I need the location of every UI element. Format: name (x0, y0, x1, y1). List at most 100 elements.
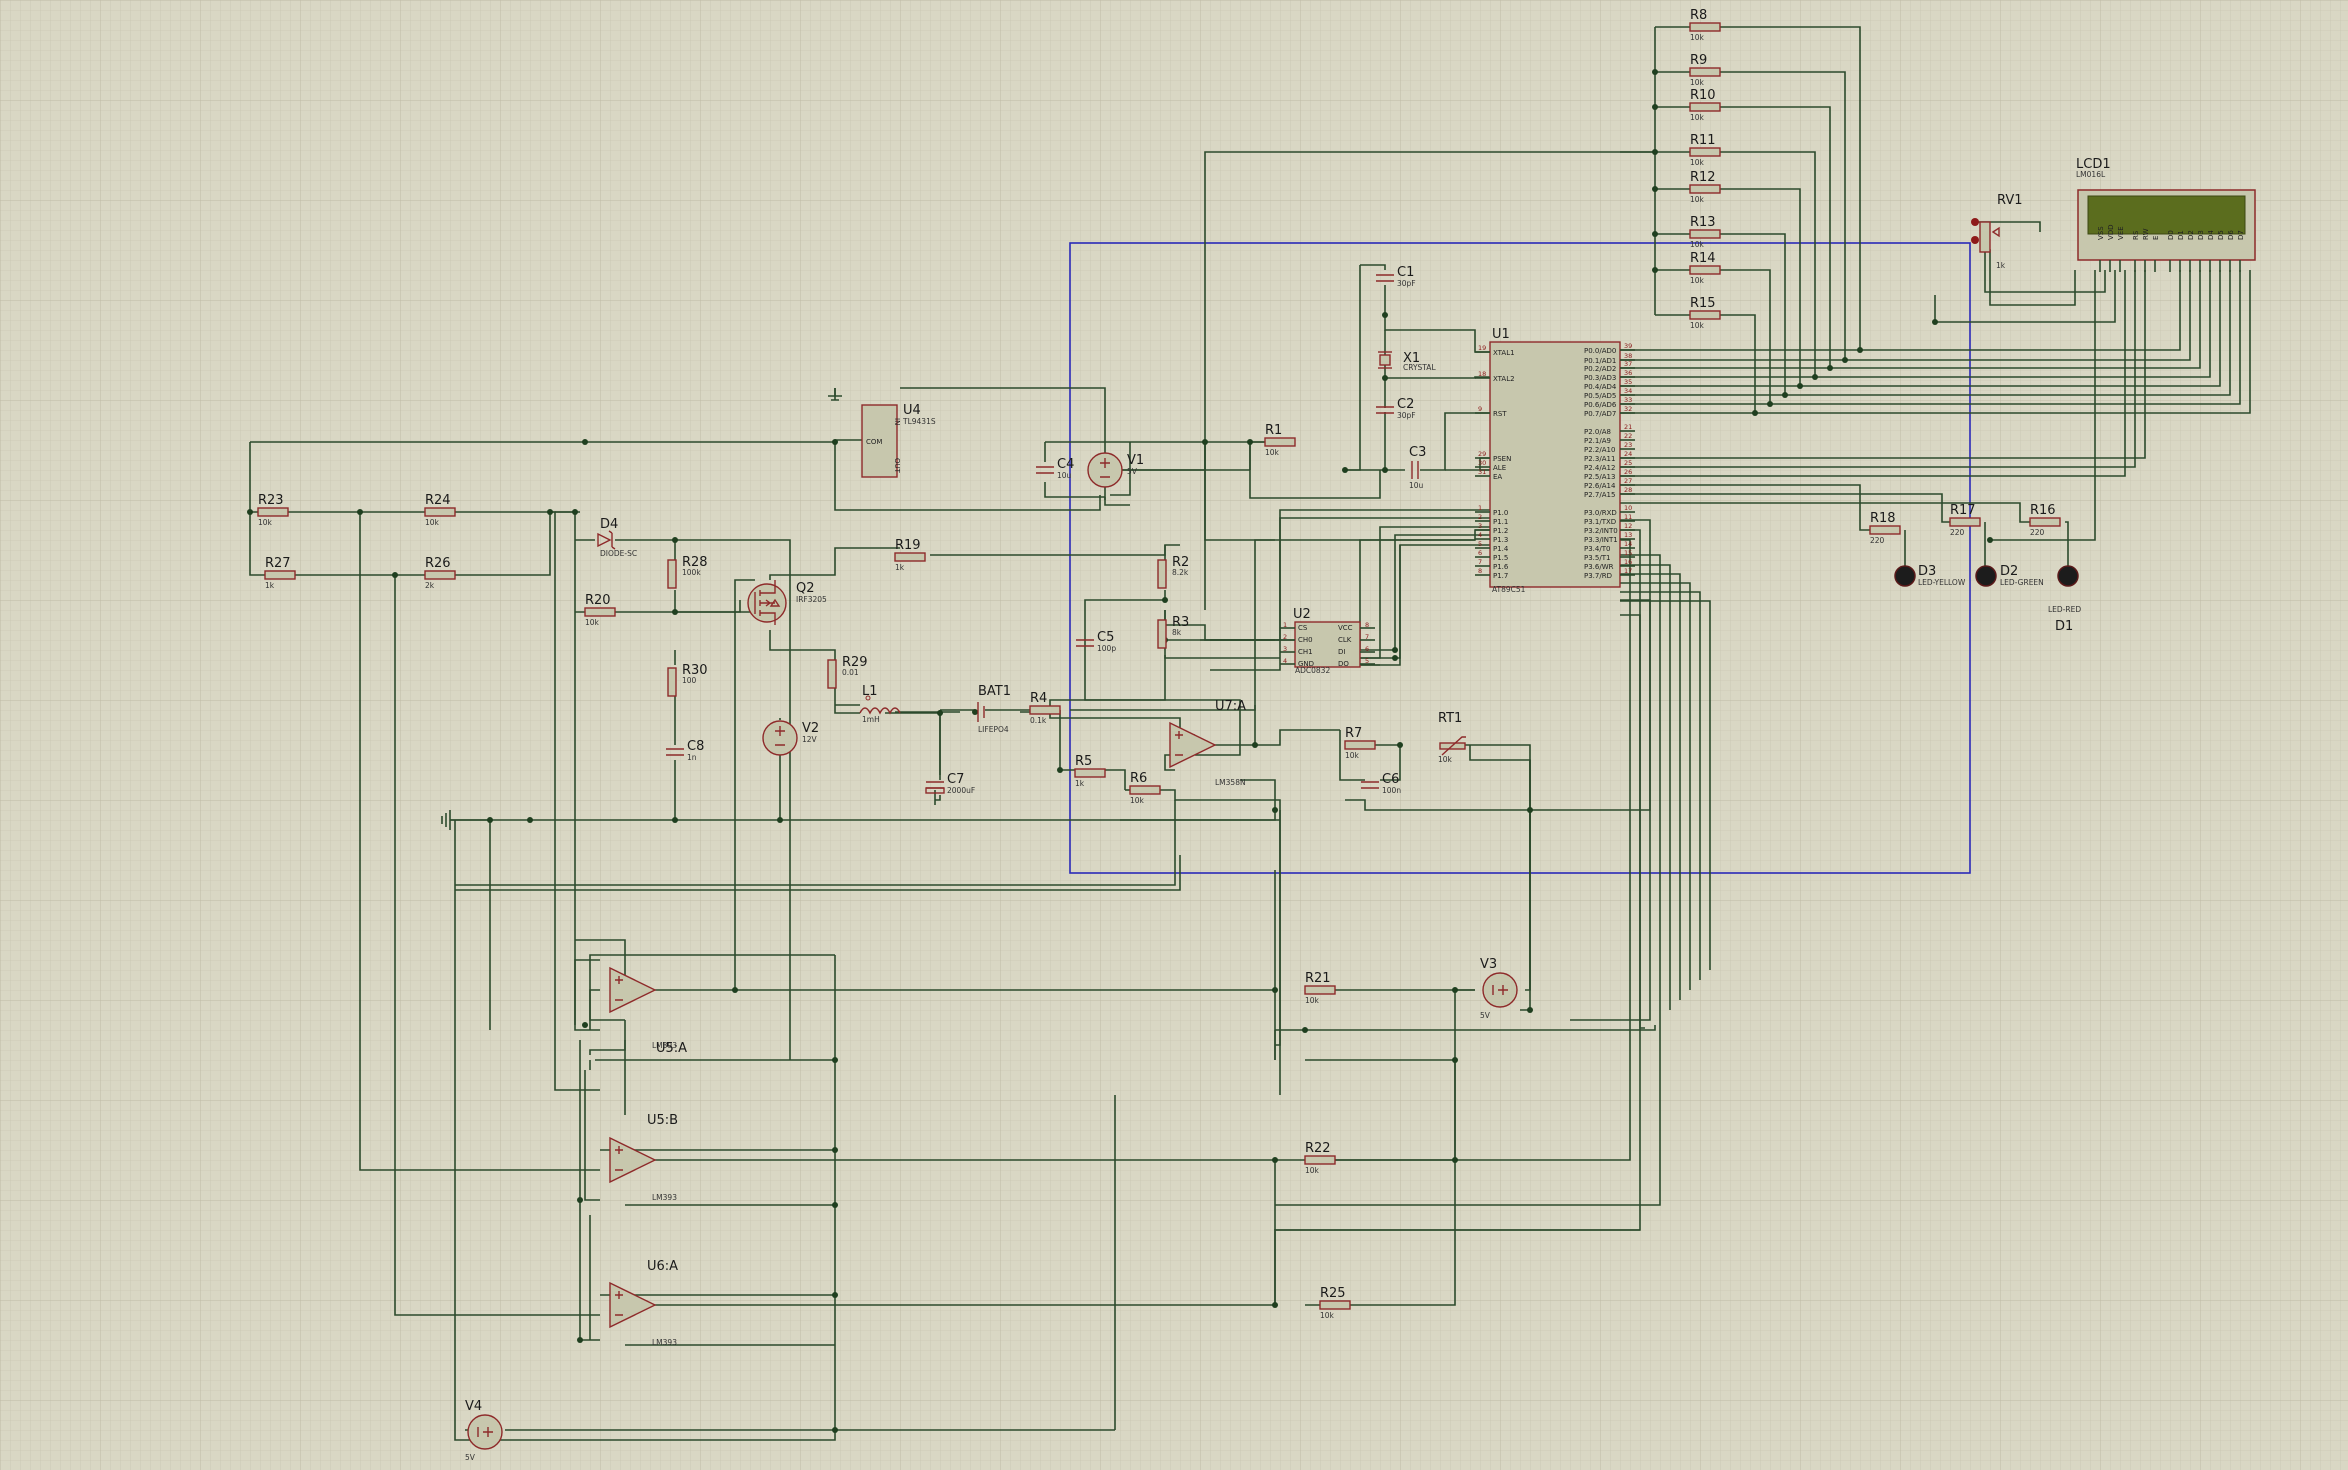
resistor-ref: R28 (682, 555, 708, 570)
resistor-value: 220 (1950, 528, 1965, 537)
l1-value: 1mH (862, 715, 880, 724)
u2-pin-number: 7 (1365, 633, 1369, 641)
resistor-ref: R5 (1075, 754, 1092, 769)
rv1-potentiometer[interactable]: RV1 1k (1971, 193, 2023, 270)
d1-ref: D1 (2055, 619, 2073, 634)
resistor-ref: R14 (1690, 251, 1716, 266)
capacitor-ref: C3 (1409, 445, 1426, 460)
resistor-ref: R4 (1030, 691, 1047, 706)
resistor-ref: R26 (425, 556, 451, 571)
u1-pin-number: 28 (1624, 486, 1632, 494)
lcd-pin-name: D1 (2177, 230, 2185, 240)
resistor-r2[interactable]: R28.2k (1157, 555, 1189, 589)
rt1-ref: RT1 (1438, 711, 1462, 726)
u1-microcontroller[interactable]: U1 AT89C51 19XTAL118XTAL29RST29PSEN30ALE… (1475, 327, 1635, 594)
u1-pin-number: 12 (1624, 522, 1632, 530)
u1-pin-name: P0.6/AD6 (1584, 401, 1617, 409)
resistor-r4[interactable]: R40.1k (1029, 691, 1061, 725)
q2-mosfet[interactable]: Q2 IRF3205 (747, 580, 827, 625)
capacitor-ref: C7 (947, 772, 964, 787)
u1-pin-number: 11 (1624, 513, 1632, 521)
resistor-ref: R25 (1320, 1286, 1346, 1301)
source-ref: V4 (465, 1399, 482, 1414)
u2-value: ADC0832 (1295, 666, 1330, 675)
lcd-pin-name: D3 (2197, 230, 2205, 240)
rt1-thermistor[interactable]: RT1 10k (1438, 711, 1466, 764)
resistor-ref: R2 (1172, 555, 1189, 570)
d3-led-yellow[interactable]: D3 LED-YELLOW (1894, 564, 1966, 587)
d4-schottky-diode[interactable]: D4 DIODE-SC (597, 517, 637, 558)
u1-pin-name: P0.3/AD3 (1584, 374, 1616, 382)
d2-led-green[interactable]: D2 LED-GREEN (1975, 564, 2044, 587)
u1-pin-number: 29 (1478, 450, 1486, 458)
resistor-ref: R9 (1690, 53, 1707, 68)
u1-pin-number: 31 (1478, 468, 1486, 476)
bat1-battery[interactable]: BAT1 LIFEPO4 (977, 684, 1011, 734)
u1-pin-name: P2.7/A15 (1584, 491, 1615, 499)
resistor-value: 10k (1690, 240, 1705, 249)
u1-pin-name: EA (1493, 473, 1502, 481)
d3-value: LED-YELLOW (1918, 578, 1966, 587)
resistor-ref: R24 (425, 493, 451, 508)
capacitor-ref: C2 (1397, 397, 1414, 412)
u4-regulator[interactable]: U4 TL9431S COM IN OUT (828, 388, 936, 478)
opamp-unlabeled[interactable]: LM393 (609, 966, 677, 1050)
opamp-u5-a[interactable]: U5:A (656, 1041, 687, 1056)
u1-pin-number: 5 (1478, 540, 1482, 548)
l1-inductor[interactable]: L1 1mH (859, 684, 901, 724)
q2-ref: Q2 (796, 581, 815, 596)
q2-value: IRF3205 (796, 595, 827, 604)
source-ref: V3 (1480, 957, 1497, 972)
d1-led-red[interactable]: LED-RED D1 (2048, 565, 2081, 634)
capacitor-value: 30pF (1397, 279, 1416, 288)
x1-crystal[interactable]: X1 CRYSTAL (1378, 351, 1436, 372)
